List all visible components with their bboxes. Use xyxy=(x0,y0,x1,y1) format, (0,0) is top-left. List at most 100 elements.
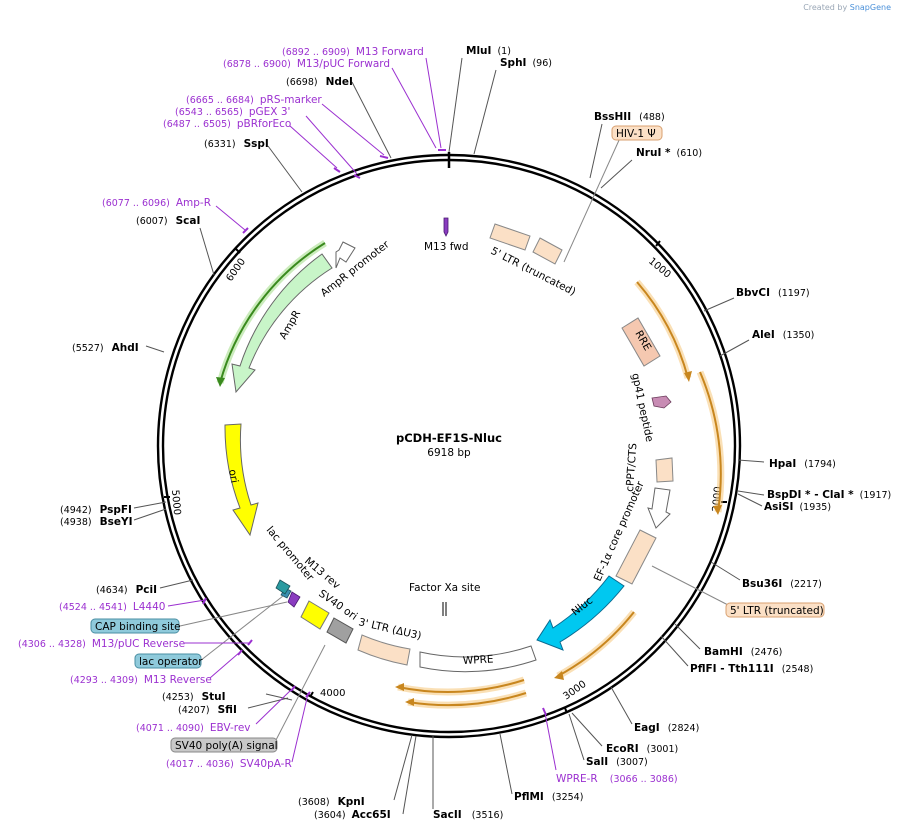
site-bseyi[interactable]: (4938)BseYI xyxy=(60,516,132,528)
gp41-label: gp41 peptide xyxy=(629,372,655,443)
site-stui[interactable]: (4253)StuI xyxy=(162,691,226,703)
ampr-promoter-feature[interactable] xyxy=(335,241,356,269)
orf-arc-right2[interactable] xyxy=(699,371,722,513)
m13-fwd-label: M13 fwd xyxy=(424,241,469,253)
tick-label-6000: 6000 xyxy=(224,257,248,284)
site-sali[interactable]: SalI(3007) xyxy=(586,756,648,768)
sv40ori-feature[interactable] xyxy=(326,617,354,644)
ltr3-feature[interactable] xyxy=(357,634,411,666)
label-cap-binding-site[interactable]: CAP binding site xyxy=(95,621,181,633)
primer-labels[interactable]: (6892 .. 6909)M13 Forward (6878 .. 6900)… xyxy=(18,46,678,785)
site-pflmi[interactable]: PflMI(3254) xyxy=(514,791,583,803)
snapgene-brand: SnapGene xyxy=(849,3,891,12)
rre-feature[interactable] xyxy=(621,317,661,367)
gp41-feature[interactable] xyxy=(651,395,672,409)
primer-m13-reverse[interactable]: (4293 .. 4309)M13 Reverse xyxy=(70,674,212,686)
site-scai[interactable]: (6007)ScaI xyxy=(136,215,200,227)
site-mlui[interactable]: MluI(1) xyxy=(466,45,511,57)
cppt-label: cPPT/CTS xyxy=(624,442,639,492)
primer-ebv-rev[interactable]: (4071 .. 4090)EBV-rev xyxy=(136,722,251,734)
primer-m13-puc-reverse[interactable]: (4306 .. 4328)M13/pUC Reverse xyxy=(18,638,185,650)
site-sspi[interactable]: (6331)SspI xyxy=(204,138,269,150)
primer-m13-puc-forward[interactable]: (6878 .. 6900)M13/pUC Forward xyxy=(223,58,390,70)
primer-sv40pa-r[interactable]: (4017 .. 4036)SV40pA-R xyxy=(166,758,292,770)
site-eagi[interactable]: EagI(2824) xyxy=(634,722,699,734)
m13-fwd-feature[interactable] xyxy=(443,217,449,237)
orf-arc-bottom3[interactable] xyxy=(407,692,527,707)
tick-label-1000: 1000 xyxy=(646,256,673,281)
nluc-feature[interactable] xyxy=(536,575,625,651)
m13-rev-feature[interactable] xyxy=(287,591,301,608)
lac-promoter-label: lac promoter xyxy=(264,524,317,584)
label-hiv1-psi[interactable]: HIV-1 Ψ xyxy=(616,128,656,140)
orf-arc-bottom[interactable] xyxy=(557,611,635,677)
site-acc65i[interactable]: (3604)Acc65I xyxy=(314,809,391,821)
site-pspfi[interactable]: (4942)PspFI xyxy=(60,504,132,516)
promoter-arrow-feature[interactable] xyxy=(647,487,671,529)
orf-arc-left[interactable] xyxy=(219,242,326,384)
site-kpni[interactable]: (3608)KpnI xyxy=(298,796,365,808)
label-ltr5-truncated[interactable]: 5' LTR (truncated) xyxy=(730,605,824,617)
label-lac-operator[interactable]: lac operator xyxy=(139,656,203,668)
orf-arc-right2-glow xyxy=(696,370,725,513)
cppt-feature[interactable] xyxy=(655,457,674,483)
snapgene-credit: Created by SnapGene xyxy=(803,3,891,12)
site-bspdi-clai[interactable]: BspDI * - ClaI *(1917) xyxy=(767,489,891,501)
label-sv40-polya[interactable]: SV40 poly(A) signal xyxy=(175,740,278,752)
primer-wpre-r[interactable]: WPRE-R(3066 .. 3086) xyxy=(556,773,678,785)
ltr5-feature-b[interactable] xyxy=(532,237,563,265)
restriction-site-labels[interactable]: MluI(1) SphI(96) BssHII(488) NruI *(610)… xyxy=(60,45,891,821)
site-sphi[interactable]: SphI(96) xyxy=(500,57,552,69)
site-bamhi[interactable]: BamHI(2476) xyxy=(704,646,782,658)
site-sfii[interactable]: (4207)SfiI xyxy=(178,704,237,716)
primer-m13-forward[interactable]: (6892 .. 6909)M13 Forward xyxy=(282,46,424,58)
ltr5-feature-a[interactable] xyxy=(489,223,531,251)
site-pcii[interactable]: (4634)PciI xyxy=(96,584,157,596)
site-bbvci[interactable]: BbvCI(1197) xyxy=(736,287,810,299)
ef1a-feature[interactable] xyxy=(615,529,657,585)
tick-label-5000: 5000 xyxy=(169,489,182,515)
plasmid-name: pCDH-EF1S-Nluc xyxy=(396,431,502,445)
wpre-feature[interactable] xyxy=(419,645,537,673)
site-pflfi-tth111i[interactable]: PflFI - Tth111I(2548) xyxy=(690,663,813,675)
orf-arc-right[interactable] xyxy=(636,281,689,379)
ampr-feature[interactable] xyxy=(231,253,333,394)
orf-arrow-right xyxy=(684,371,692,382)
factorxa-label: Factor Xa site xyxy=(409,582,480,594)
site-sacii[interactable]: SacII(3516) xyxy=(433,809,503,821)
orf-arrow-bottom xyxy=(554,671,564,680)
site-bsu36i[interactable]: Bsu36I(2217) xyxy=(742,578,822,590)
site-ecori[interactable]: EcoRI(3001) xyxy=(606,743,678,755)
primer-prs-marker[interactable]: (6665 .. 6684)pRS-marker xyxy=(186,94,322,106)
site-alei[interactable]: AleI(1350) xyxy=(752,329,814,341)
primer-l4440[interactable]: (4524 .. 4541)L4440 xyxy=(59,601,165,613)
primer-leader-lines xyxy=(167,57,557,771)
site-hpai[interactable]: HpaI(1794) xyxy=(769,458,836,470)
credit-prefix: Created by xyxy=(803,3,848,12)
leader-lines xyxy=(133,57,765,815)
ori-feature[interactable] xyxy=(224,423,259,537)
primer-pbrforeco[interactable]: (6487 .. 6505)pBRforEco xyxy=(163,118,291,130)
plasmid-size: 6918 bp xyxy=(427,447,471,459)
boxed-feature-labels[interactable]: HIV-1 Ψ 5' LTR (truncated) CAP binding s… xyxy=(90,125,825,753)
wpre-label: WPRE xyxy=(463,653,494,667)
orf-arrow-left xyxy=(216,377,225,387)
orf-arrow-bottom3 xyxy=(405,698,414,706)
site-bsshii[interactable]: BssHII(488) xyxy=(594,111,665,123)
cap-site-feature[interactable] xyxy=(275,579,291,595)
yellow-block-feature[interactable] xyxy=(300,600,330,630)
tick-label-4000: 4000 xyxy=(320,688,345,699)
site-ndei[interactable]: (6698)NdeI xyxy=(286,76,353,88)
site-asisi[interactable]: AsiSI(1935) xyxy=(764,501,831,513)
primer-amp-r[interactable]: (6077 .. 6096)Amp-R xyxy=(102,197,211,209)
features: M13 fwd 5' LTR (truncated) RRE gp41 pept… xyxy=(216,217,725,709)
primer-pgex3[interactable]: (6543 .. 6565)pGEX 3' xyxy=(175,106,290,118)
orf-arc-bottom2[interactable] xyxy=(397,679,525,694)
ori-label: ori xyxy=(226,468,240,484)
orf-arrow-right2 xyxy=(713,505,722,515)
tick-marks: 1000 2000 3000 4000 5000 6000 xyxy=(164,240,727,714)
site-ahdi[interactable]: (5527)AhdI xyxy=(72,342,139,354)
orf-arrow-bottom2 xyxy=(395,683,404,691)
site-nrui[interactable]: NruI *(610) xyxy=(636,147,702,159)
